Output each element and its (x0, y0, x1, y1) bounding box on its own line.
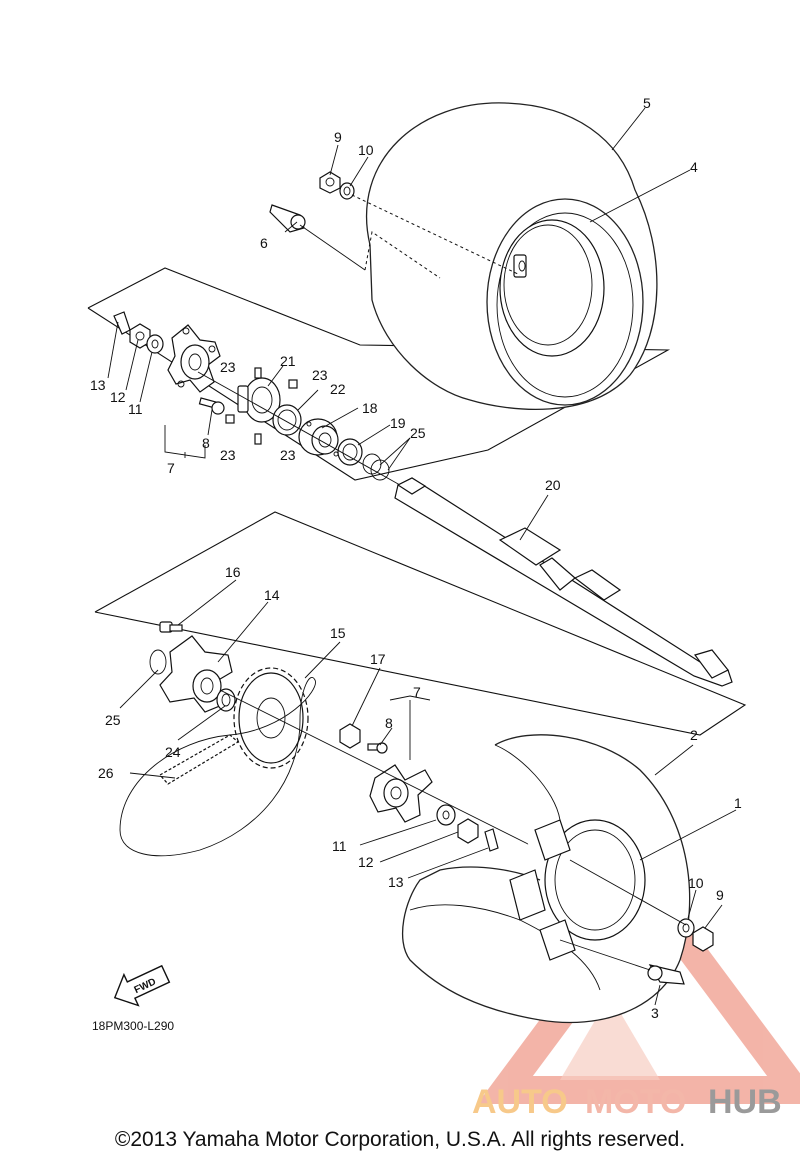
upper-assembly-outline (87, 267, 671, 481)
callout-17: 17 (370, 651, 386, 667)
cotter-pin-part-13-lower (484, 828, 499, 852)
callout-18: 18 (362, 400, 378, 416)
bolt-part-8-lower (367, 742, 388, 754)
washer-part-10-lower (677, 918, 695, 938)
callout-22: 22 (330, 381, 346, 397)
sprocket-part-15 (233, 667, 309, 769)
oil-seal-part-22 (272, 404, 302, 436)
callout-11: 11 (332, 838, 347, 854)
circlips-part-25-upper (362, 453, 390, 481)
callout-8: 8 (202, 435, 210, 451)
diagram-code: 18PM300-L290 (92, 1019, 174, 1033)
callout-14: 14 (264, 587, 280, 603)
callout-7: 7 (413, 684, 421, 700)
bearing-part-18 (298, 418, 339, 457)
callout-7: 7 (167, 460, 175, 476)
watermark-hub: HUB (708, 1083, 782, 1121)
washer-part-10-upper (339, 182, 355, 200)
valve-part-6 (269, 204, 441, 279)
copyright-notice: ©2013 Yamaha Motor Corporation, U.S.A. A… (114, 1128, 686, 1151)
oil-seal-part-24 (216, 688, 236, 712)
rear-axle-part-20 (394, 477, 733, 687)
washer-part-11-upper (146, 334, 164, 354)
callout-23: 23 (312, 367, 328, 383)
lower-wheel-part-1 (509, 819, 646, 961)
callout-9: 9 (716, 887, 724, 903)
hub-part-7-upper (167, 324, 221, 393)
callout-15: 15 (330, 625, 346, 641)
drive-chain-part-26 (119, 677, 316, 857)
callout-12: 12 (358, 854, 374, 870)
nut-part-9-lower (692, 926, 714, 952)
callout-10: 10 (358, 142, 374, 158)
callout-26: 26 (98, 765, 114, 781)
callout-25: 25 (105, 712, 121, 728)
bearing-housing-part-21 (237, 377, 281, 423)
upper-axis-line (197, 371, 401, 486)
washer-part-11-lower (436, 804, 456, 826)
lower-axis-line (219, 689, 561, 861)
callout-1: 1 (734, 795, 742, 811)
lower-stud-axis (569, 859, 687, 926)
callout-3: 3 (651, 1005, 659, 1021)
callout-4: 4 (690, 159, 698, 175)
callout-2: 2 (690, 727, 698, 743)
watermark-wordmark: AUTO MOTO HUB (472, 1083, 782, 1121)
valve-part-3 (559, 939, 685, 985)
callout-11: 11 (128, 401, 143, 417)
nut-part-9-upper (319, 171, 341, 194)
sprocket-hub-part-14 (159, 635, 233, 713)
hub-part-7-lower (369, 764, 433, 823)
bolt-part-8-upper (198, 397, 225, 415)
callout-13: 13 (388, 874, 404, 890)
oil-seal-part-19 (337, 438, 363, 466)
callout-13: 13 (90, 377, 106, 393)
bolt-part-16 (159, 621, 183, 633)
callout-23: 23 (280, 447, 296, 463)
upper-wheel-part-4 (499, 219, 605, 357)
grease-nipples-part-23 (225, 367, 298, 445)
callout-6: 6 (260, 235, 268, 251)
callout-labels: 5 4 9 10 6 13 12 11 7 8 23 21 23 22 18 1… (90, 95, 742, 1021)
lower-assembly-outline (94, 511, 747, 736)
callout-10: 10 (688, 875, 704, 891)
callout-23: 23 (220, 447, 236, 463)
callout-8: 8 (385, 715, 393, 731)
watermark-auto: AUTO (472, 1083, 568, 1121)
callout-5: 5 (643, 95, 651, 111)
callout-24: 24 (165, 744, 181, 760)
upper-stud-axis (351, 194, 521, 276)
fwd-arrow-icon: FWD (113, 964, 171, 1007)
callout-16: 16 (225, 564, 241, 580)
callout-21: 21 (280, 353, 296, 369)
circlip-part-25-lower (149, 649, 167, 675)
callout-19: 19 (390, 415, 406, 431)
callout-20: 20 (545, 477, 561, 493)
castle-nut-part-12-lower (457, 818, 479, 844)
nut-part-17 (339, 723, 361, 749)
leader-lines (107, 107, 737, 1006)
callout-9: 9 (334, 129, 342, 145)
callout-25: 25 (410, 425, 426, 441)
callout-12: 12 (110, 389, 126, 405)
watermark-moto: MOTO (585, 1083, 686, 1121)
callout-23: 23 (220, 359, 236, 375)
